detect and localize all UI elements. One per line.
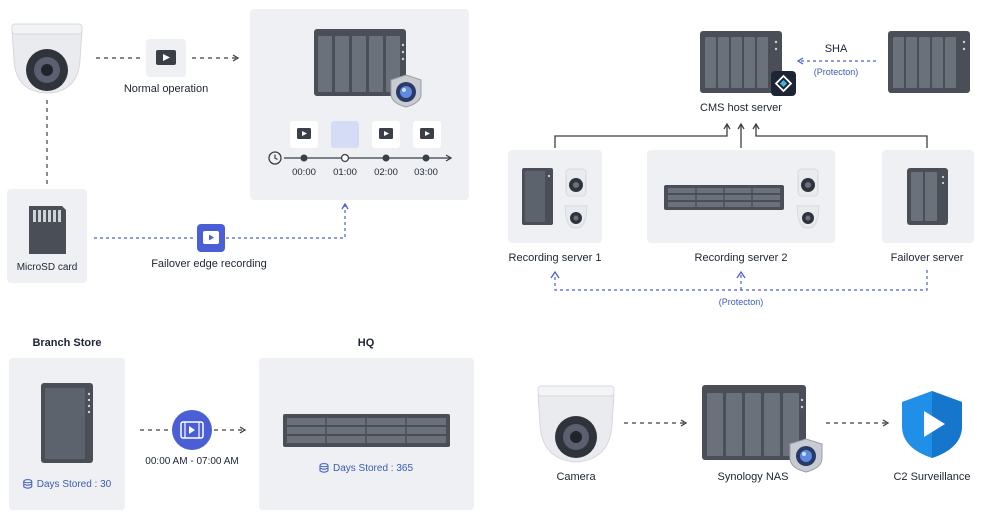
cms-host-nas-icon xyxy=(700,31,782,93)
timeline-tick-label: 01:00 xyxy=(333,167,357,178)
protecton-bottom-label: (Protecton) xyxy=(718,297,764,307)
timeline-tick-label: 02:00 xyxy=(374,167,398,178)
scheduled-backup-icon xyxy=(172,410,212,450)
camera-icon xyxy=(537,385,615,463)
synology-nas-icon xyxy=(702,385,806,460)
branch-nas-icon xyxy=(41,383,93,463)
normal-operation-label: Normal operation xyxy=(123,83,209,95)
timeline-tick-label: 00:00 xyxy=(292,167,316,178)
recording-server-2-label: Recording server 2 xyxy=(694,252,788,264)
camera-label: Camera xyxy=(556,471,596,483)
database-icon xyxy=(319,463,329,473)
cms-tree-connectors xyxy=(554,122,928,148)
branch-days-text: Days Stored : 30 xyxy=(36,479,112,490)
failover-edge-recording-label: Failover edge recording xyxy=(151,258,267,270)
timeline-play-icons xyxy=(290,121,441,148)
failover-server-label: Failover server xyxy=(890,252,964,264)
hq-rack-icon xyxy=(283,414,450,447)
video-play-icon xyxy=(146,39,186,77)
timeline xyxy=(268,151,453,165)
microsd-card-label: MicroSD card xyxy=(16,262,78,273)
hq-title: HQ xyxy=(357,337,375,349)
synology-nas-label: Synology NAS xyxy=(717,471,789,483)
cms-badge-icon xyxy=(771,71,796,96)
hq-days-text: Days Stored : 365 xyxy=(332,463,414,474)
recording-server-1-icon xyxy=(522,168,588,229)
surveillance-shield-icon xyxy=(390,74,422,108)
protecton-connector xyxy=(554,270,928,291)
branch-days-stored: Days Stored : 30 xyxy=(23,479,111,490)
backup-time-window-label: 00:00 AM - 07:00 AM xyxy=(145,456,239,467)
recording-server-1-label: Recording server 1 xyxy=(508,252,602,264)
failover-server-icon xyxy=(907,168,948,225)
c2-surveillance-label: C2 Surveillance xyxy=(893,471,971,483)
recording-server-2-icon xyxy=(664,168,820,229)
standby-nas-icon xyxy=(888,31,970,93)
cms-host-server-label: CMS host server xyxy=(700,102,782,114)
branch-store-title: Branch Store xyxy=(32,337,102,349)
timeline-tick-label: 03:00 xyxy=(414,167,438,178)
sha-label: SHA xyxy=(824,43,848,55)
failover-play-icon xyxy=(197,224,225,252)
microsd-card-icon xyxy=(29,206,66,254)
protecton-top-label: (Protecton) xyxy=(813,67,859,77)
hq-days-stored: Days Stored : 365 xyxy=(319,463,413,474)
failover-connector xyxy=(94,204,345,239)
c2-surveillance-logo-icon xyxy=(902,391,962,458)
database-icon xyxy=(23,479,33,489)
dome-camera-icon xyxy=(11,23,83,94)
nas-surveillance-shield-icon xyxy=(789,438,823,473)
